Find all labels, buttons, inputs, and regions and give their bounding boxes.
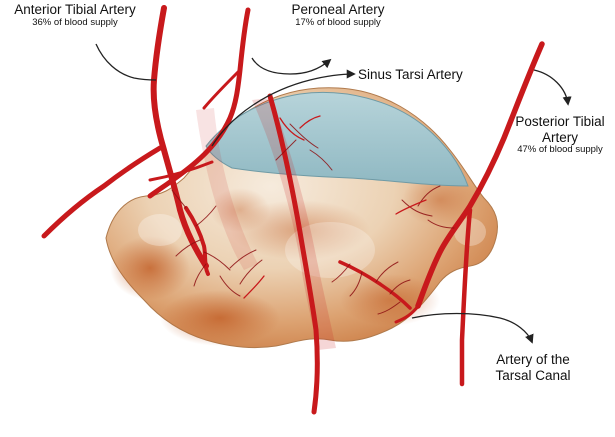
anterior-tibial-name: Anterior Tibial Artery xyxy=(0,2,150,18)
peroneal-label: Peroneal Artery 17% of blood supply xyxy=(268,2,408,28)
anterior-tibial-leader xyxy=(96,44,156,80)
sinus-tarsi-name: Sinus Tarsi Artery xyxy=(358,67,463,82)
posterior-tibial-name-line1: Posterior Tibial xyxy=(505,114,615,130)
peroneal-supply: 17% of blood supply xyxy=(268,18,408,29)
tarsal-canal-name-line1: Artery of the xyxy=(478,352,588,368)
posterior-tibial-label: Posterior Tibial Artery 47% of blood sup… xyxy=(505,114,615,156)
tarsal-canal-name-line2: Tarsal Canal xyxy=(478,368,588,384)
anterior-tibial-label: Anterior Tibial Artery 36% of blood supp… xyxy=(0,2,150,28)
tarsal-canal-leader xyxy=(412,314,532,343)
sinus-tarsi-label: Sinus Tarsi Artery xyxy=(358,66,498,84)
anterior-tibial-supply: 36% of blood supply xyxy=(0,18,150,29)
posterior-tibial-name-line2: Artery xyxy=(505,130,615,146)
posterior-tibial-leader xyxy=(534,70,568,104)
posterior-tibial-supply: 47% of blood supply xyxy=(505,145,615,156)
tarsal-canal-label: Artery of the Tarsal Canal xyxy=(478,352,588,383)
peroneal-name: Peroneal Artery xyxy=(268,2,408,18)
peroneal-leader xyxy=(252,58,330,74)
